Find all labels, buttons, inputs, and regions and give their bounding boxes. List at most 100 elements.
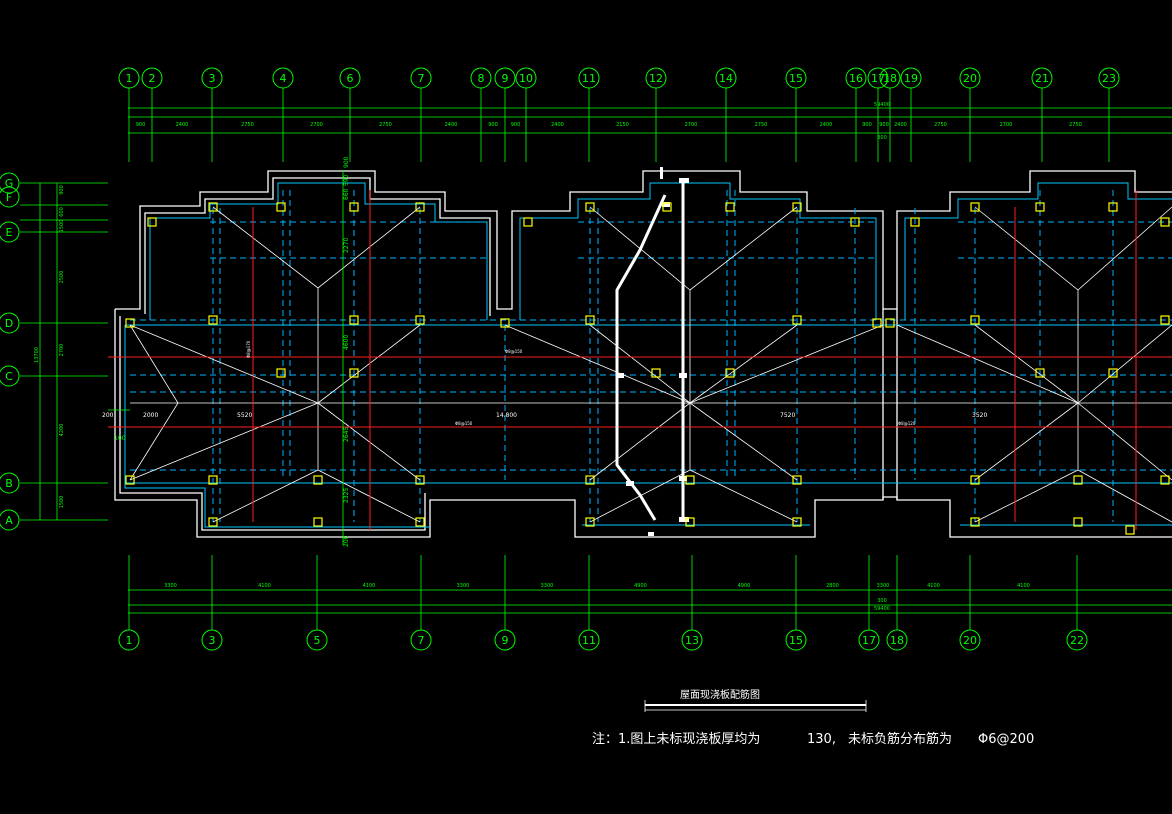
column-marker [1108, 368, 1118, 378]
inner-dim-4600: 4600 [343, 335, 350, 350]
column-marker [685, 475, 695, 485]
column-marker [208, 517, 218, 527]
column-marker [585, 517, 595, 527]
bottom-axis-bubble [681, 629, 703, 651]
top-dimension-text: 2700 [310, 122, 323, 128]
bottom-split-dimension: 300 [877, 598, 887, 604]
column-marker [725, 202, 735, 212]
top-axis-bubble [1031, 67, 1053, 89]
top-axis-bubble [339, 67, 361, 89]
column-marker [585, 202, 595, 212]
column-marker [415, 517, 425, 527]
top-axis-bubble [959, 67, 981, 89]
inner-dim-200: 200 [343, 535, 350, 547]
left-dimension-text: 4200 [59, 424, 65, 437]
left-axis-label: A [5, 514, 13, 527]
top-dimension-text: 2750 [241, 122, 254, 128]
bottom-axis-label: 18 [890, 634, 904, 647]
bottom-axis-label: 15 [789, 634, 803, 647]
top-axis-label: 2 [149, 72, 156, 85]
bottom-axis-bubble [886, 629, 908, 651]
top-axis-bubble [118, 67, 140, 89]
column-marker [208, 202, 218, 212]
column-marker [1073, 475, 1083, 485]
bottom-dimension-text: 3300 [164, 583, 177, 589]
bottom-axis-bubble [578, 629, 600, 651]
top-dimension-text: 900 [511, 122, 521, 128]
plan-labels: 5520 14.800 7520 3520 2000 200 Φ8@150 Φ8… [102, 340, 987, 426]
top-dimension-text: 2750 [934, 122, 947, 128]
top-axis-label: 17 [871, 72, 885, 85]
bottom-dimension-text: 4100 [927, 583, 940, 589]
left-axis-label: G [5, 177, 14, 190]
top-dimension-text: 900 [862, 122, 872, 128]
top-axis-bubble [715, 67, 737, 89]
dim-200: 200 [102, 412, 114, 419]
left-dimension-text: 1500 [59, 496, 65, 509]
top-dimension-text: 2400 [551, 122, 564, 128]
column-marker [1160, 475, 1170, 485]
drawing-title: 屋面现浇板配筋图 [680, 688, 760, 701]
top-axis-bubble [785, 67, 807, 89]
column-marker [662, 202, 672, 212]
column-marker [500, 318, 510, 328]
top-axis-bubble [867, 67, 889, 89]
left-axis-bubble [0, 365, 20, 387]
note-part-4: Φ6@200 [978, 732, 1034, 747]
column-marker [651, 368, 661, 378]
top-axis-label: 6 [347, 72, 354, 85]
column-marker [792, 475, 802, 485]
note-part-3: 未标负筋分布筋为 [848, 731, 952, 747]
bottom-dimension-text: 4100 [1017, 583, 1030, 589]
bottom-axis-label: 11 [582, 634, 596, 647]
bottom-dimension-text: 2800 [826, 583, 839, 589]
slab-label-4: 3520 [972, 412, 987, 419]
top-axis-label: 15 [789, 72, 803, 85]
top-dimension-text: 2700 [1000, 122, 1013, 128]
top-axis-label: 20 [963, 72, 977, 85]
bottom-axis-label: 13 [685, 634, 699, 647]
left-axis-label: E [6, 226, 13, 239]
left-axis-label: F [6, 191, 12, 204]
top-axis-bubble [470, 67, 492, 89]
column-marker [585, 475, 595, 485]
bottom-axis-bubble [118, 629, 140, 651]
top-axis-bubble [1098, 67, 1120, 89]
top-axis-bubble [410, 67, 432, 89]
top-dimension-text: 900 [879, 122, 889, 128]
column-marker [1125, 525, 1135, 535]
column-marker [792, 315, 802, 325]
left-axis-label: B [5, 477, 13, 490]
slab-yield-lines [129, 206, 1172, 523]
bottom-axis-label: 7 [418, 634, 425, 647]
top-axis-label: 12 [649, 72, 663, 85]
column-marker [349, 368, 359, 378]
column-marker [970, 202, 980, 212]
dim-2000: 2000 [143, 412, 158, 419]
left-axis-bubble [0, 221, 20, 243]
top-axis-bubble [879, 67, 901, 89]
bottom-axis-label: 3 [209, 634, 216, 647]
bottom-axis-bubble [306, 629, 328, 651]
column-marker [725, 368, 735, 378]
bottom-dimension-text: 4100 [258, 583, 271, 589]
column-marker [276, 202, 286, 212]
top-axis-bubble [645, 67, 667, 89]
bottom-axis-bubble [1066, 629, 1088, 651]
column-marker [885, 318, 895, 328]
left-axis-bubble [0, 509, 20, 531]
top-axis-bubble [272, 67, 294, 89]
bottom-dimension-text: 3300 [877, 583, 890, 589]
rebar-label-1: Φ8@150 [505, 349, 523, 354]
top-axis-label: 4 [280, 72, 287, 85]
column-marker [685, 517, 695, 527]
top-dimension-text: 2750 [755, 122, 768, 128]
column-marker [970, 315, 980, 325]
top-dimension-text: 2700 [685, 122, 698, 128]
column-marker [313, 475, 323, 485]
top-axis-label: 14 [719, 72, 733, 85]
left-dimension-text: 1500 [59, 220, 65, 233]
